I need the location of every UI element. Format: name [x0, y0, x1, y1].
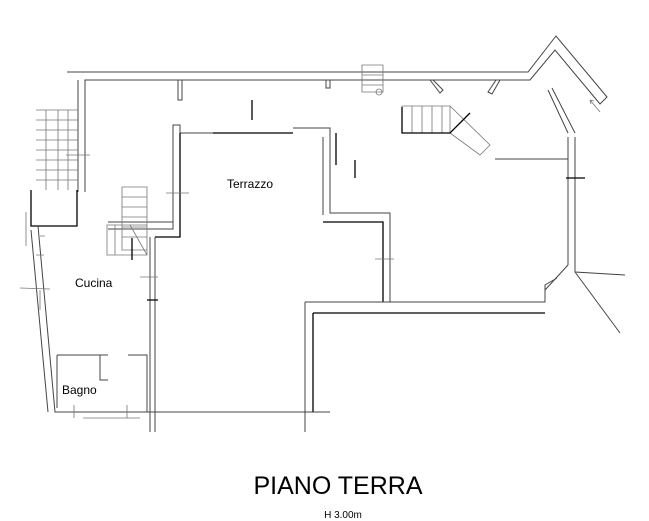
room-label-bagno: Bagno: [62, 383, 97, 397]
terrazzo-walls: [108, 124, 558, 432]
stairs: [36, 64, 491, 256]
window-marks: [19, 100, 585, 310]
right-walls: [495, 87, 626, 334]
floor-title: PIANO TERRA: [253, 472, 423, 500]
cucina-bagno-walls: [56, 354, 148, 419]
outer-walls: [30, 35, 608, 413]
ceiling-height-label: H 3.00m: [324, 510, 362, 521]
room-label-cucina: Cucina: [75, 276, 113, 290]
room-label-terrazzo: Terrazzo: [227, 177, 274, 191]
